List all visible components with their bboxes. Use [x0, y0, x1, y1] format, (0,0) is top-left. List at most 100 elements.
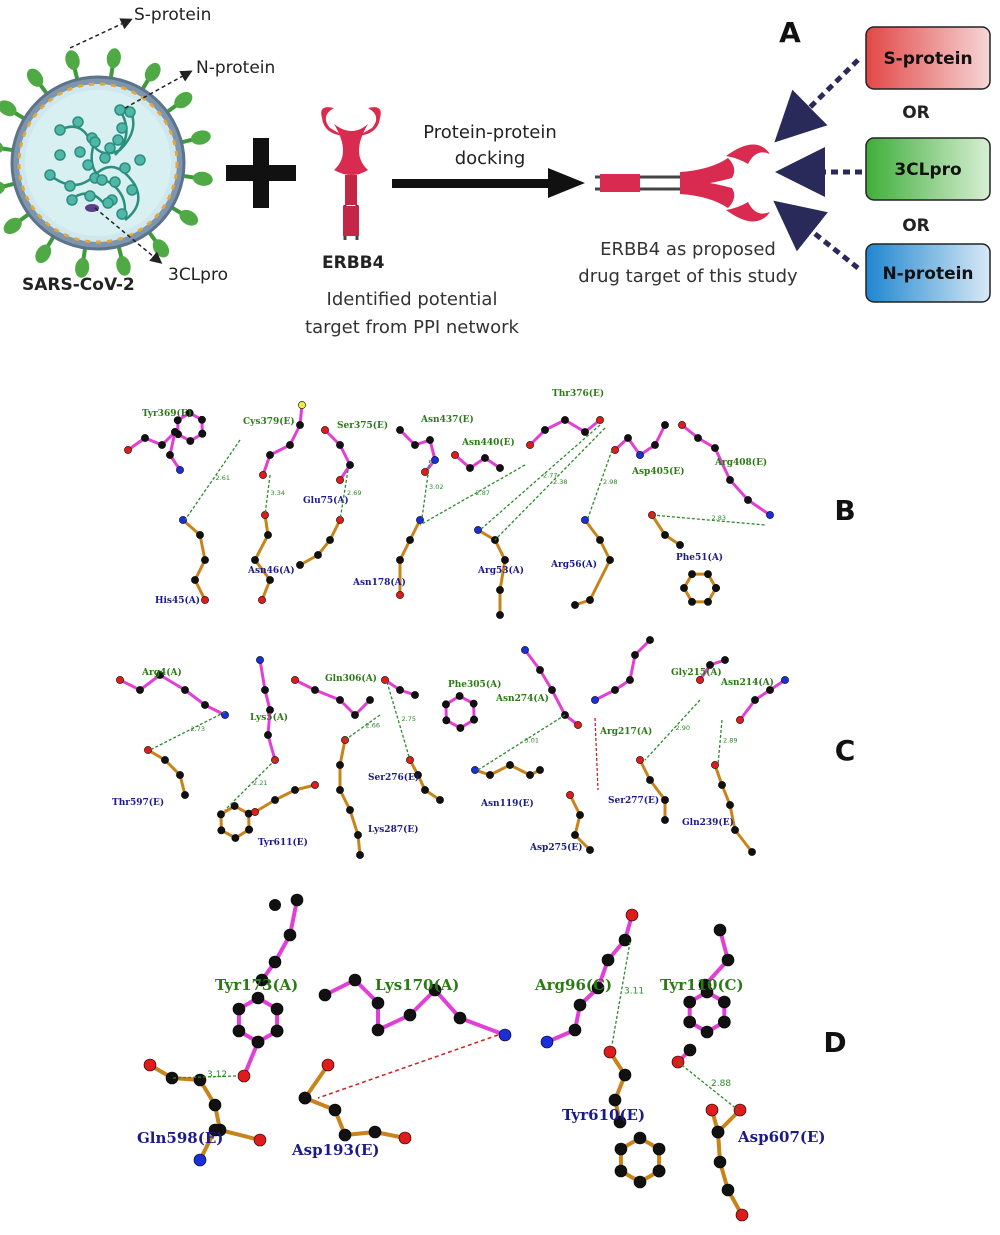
- atom-c: [711, 1125, 725, 1139]
- atom-o: [381, 676, 389, 684]
- bond: [728, 478, 750, 502]
- rna-bead: [64, 180, 76, 192]
- atom-c: [166, 451, 174, 459]
- or-label-1: OR: [902, 103, 930, 123]
- atom-o: [711, 761, 719, 769]
- bond-distance-label: 3.12: [207, 1070, 227, 1080]
- bond: [184, 688, 206, 707]
- atom-o: [291, 676, 299, 684]
- atom-c: [217, 810, 225, 819]
- atom-c: [158, 441, 166, 449]
- hydrogen-bond: [419, 464, 526, 526]
- atom-n: [416, 516, 424, 524]
- atom-c: [201, 701, 209, 709]
- atom-o: [574, 721, 582, 729]
- ligand-residue-label: Asn214(A): [720, 677, 774, 688]
- atom-c: [633, 1131, 647, 1145]
- atom-c: [396, 686, 404, 694]
- atom-o: [603, 1045, 617, 1059]
- docked-erbb4-icon: [595, 144, 770, 222]
- atom-o: [696, 676, 704, 684]
- receptor-residue-label: Ser276(E): [368, 772, 419, 783]
- atom-c: [573, 998, 587, 1012]
- atom-c: [336, 696, 344, 704]
- atom-c: [181, 686, 189, 694]
- rna-bead: [116, 208, 128, 220]
- hydrogen-bond: [651, 514, 766, 526]
- bond: [159, 673, 186, 692]
- receptor-residue-label: Asp193(E): [291, 1141, 380, 1159]
- atom-c: [661, 796, 669, 804]
- residue-structure: [259, 401, 306, 479]
- bond-distance-label: 3.11: [624, 987, 644, 997]
- atom-c: [403, 1008, 417, 1022]
- atom-c: [652, 1142, 666, 1156]
- atom-s: [298, 401, 306, 409]
- spike-head: [174, 91, 193, 109]
- atom-c: [261, 686, 269, 694]
- atom-o: [144, 746, 152, 754]
- atom-c: [718, 995, 731, 1009]
- bond: [728, 804, 737, 831]
- atom-c: [268, 955, 282, 969]
- receptor-residue-label: Arg56(A): [550, 559, 597, 570]
- atom-c: [208, 1098, 222, 1112]
- bond-distance-label: 2.89: [723, 737, 737, 745]
- atom-o: [735, 1208, 749, 1222]
- atom-c: [680, 584, 688, 592]
- residue-structure: [396, 516, 424, 599]
- atom-n: [498, 1028, 512, 1042]
- atom-c: [624, 434, 632, 442]
- atom-c: [251, 1035, 265, 1049]
- 3clpro-box: 3CLpro: [865, 137, 991, 201]
- n-protein-pointer: [124, 70, 193, 109]
- atom-c: [618, 933, 632, 947]
- residue-structure: [683, 985, 731, 1039]
- n-protein-box: N-protein: [865, 243, 991, 303]
- atom-c: [296, 561, 304, 569]
- panel-a: SARS-CoV-2 S-protein N-protein 3CLpro ER…: [0, 5, 991, 338]
- atom-c: [348, 973, 362, 987]
- atom-c: [442, 700, 450, 709]
- hydrogen-bond: [344, 714, 381, 741]
- atom-c: [661, 816, 669, 824]
- atom-n: [431, 456, 439, 464]
- bond-distance-label: 2.88: [711, 1079, 731, 1089]
- atom-n: [256, 656, 264, 664]
- residue-structure: [381, 676, 419, 699]
- atom-n: [474, 526, 482, 534]
- ligand-residue-label: Arg408(E): [714, 457, 767, 468]
- atom-c: [266, 451, 274, 459]
- spike-stalk: [0, 146, 16, 153]
- 3clpro-box-label: 3CLpro: [894, 160, 961, 180]
- atom-c: [396, 556, 404, 564]
- atom-c: [456, 724, 465, 732]
- atom-c: [711, 444, 719, 452]
- atom-c: [496, 611, 504, 619]
- atom-c: [536, 766, 544, 774]
- atom-c: [571, 831, 579, 839]
- residue-structure: [451, 451, 504, 472]
- bond: [588, 559, 612, 601]
- atom-c: [266, 706, 274, 714]
- atom-c: [436, 796, 444, 804]
- atom-c: [614, 1164, 628, 1178]
- atom-c: [694, 434, 702, 442]
- atom-c: [561, 416, 569, 424]
- atom-n: [521, 646, 529, 654]
- atom-c: [244, 809, 253, 818]
- atom-o: [736, 716, 744, 724]
- ligand-residue-label: Asn440(E): [461, 437, 515, 448]
- residue-structure: [336, 736, 364, 859]
- bond: [139, 673, 161, 692]
- atom-c: [181, 791, 189, 799]
- hydrogen-bond: [494, 427, 606, 541]
- atom-c: [428, 983, 442, 997]
- target-caption-line-1: ERBB4 as proposed: [600, 239, 776, 260]
- plus-icon: [226, 138, 296, 208]
- atom-n: [176, 466, 184, 474]
- rna-bead: [72, 116, 84, 128]
- atom-c: [411, 691, 419, 699]
- receptor-residue-label: Phe51(A): [676, 552, 723, 563]
- atom-c: [336, 441, 344, 449]
